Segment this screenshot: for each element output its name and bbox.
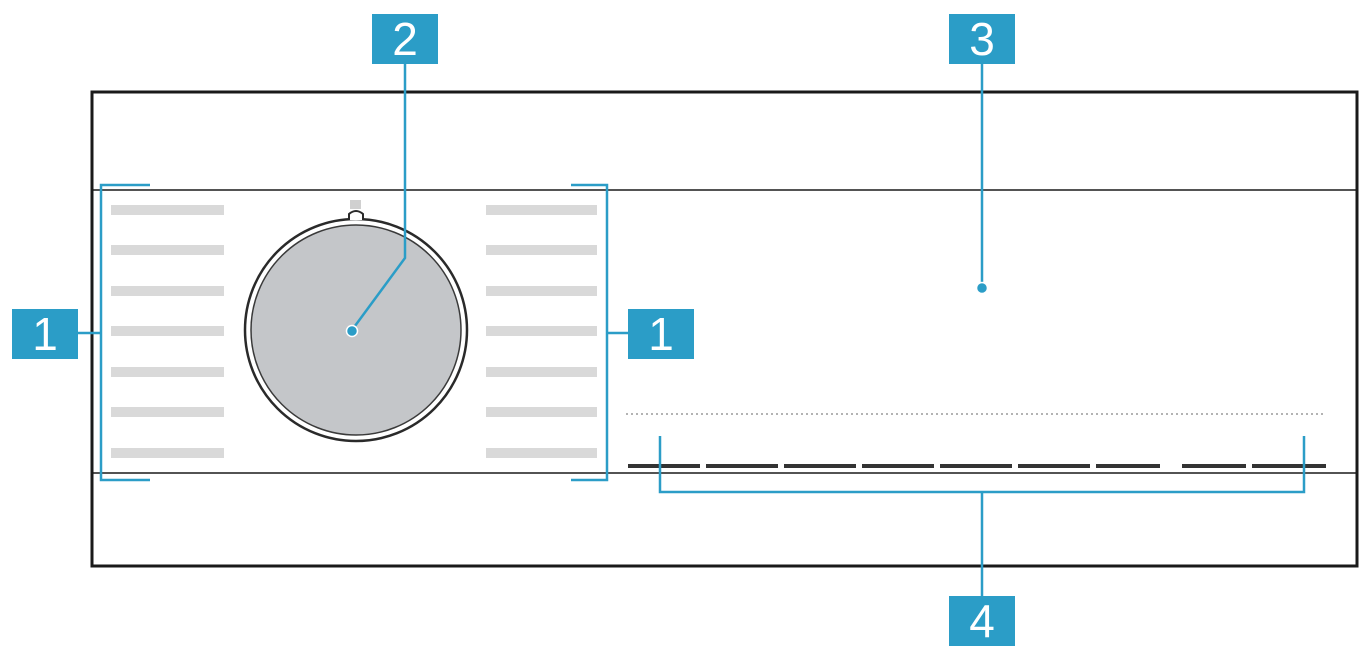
program-label-bar bbox=[111, 367, 224, 377]
leader-dot-3 bbox=[975, 281, 989, 295]
knob-notch bbox=[348, 210, 364, 220]
callout-badge-1-left: 1 bbox=[12, 308, 78, 360]
callout-number: 1 bbox=[32, 308, 58, 360]
program-label-bar bbox=[111, 205, 224, 215]
callout-badge-4: 4 bbox=[949, 595, 1015, 647]
program-label-bar bbox=[486, 448, 597, 458]
program-selector-knob[interactable] bbox=[243, 200, 469, 443]
program-label-bar bbox=[111, 448, 224, 458]
callout-number: 2 bbox=[392, 13, 418, 65]
callout-badge-box bbox=[12, 309, 78, 359]
program-label-bar bbox=[111, 245, 224, 255]
program-label-bar bbox=[486, 407, 597, 417]
program-label-bar bbox=[486, 286, 597, 296]
callout-number: 1 bbox=[648, 308, 674, 360]
callout-number: 4 bbox=[969, 595, 995, 647]
program-label-bar bbox=[486, 326, 597, 336]
callout-badge-3: 3 bbox=[949, 13, 1015, 65]
callout-badge-box bbox=[949, 14, 1015, 64]
program-label-bar bbox=[486, 245, 597, 255]
program-labels-left bbox=[111, 205, 224, 458]
callout-badge-box bbox=[372, 14, 438, 64]
knob-pointer-marker bbox=[350, 200, 361, 209]
program-labels-right bbox=[486, 205, 597, 458]
program-label-bar bbox=[486, 205, 597, 215]
program-label-bar bbox=[111, 407, 224, 417]
program-label-bar bbox=[111, 326, 224, 336]
leader-dots bbox=[345, 281, 989, 338]
callout-badge-1-right: 1 bbox=[628, 308, 694, 360]
program-label-bar bbox=[486, 367, 597, 377]
callout-leaders bbox=[78, 64, 1306, 596]
leader-2 bbox=[350, 64, 407, 331]
callout-badge-2: 2 bbox=[372, 13, 438, 65]
callout-number: 3 bbox=[969, 13, 995, 65]
callout-badge-box bbox=[949, 596, 1015, 646]
callout-badge-box bbox=[628, 309, 694, 359]
program-label-bar bbox=[111, 286, 224, 296]
control-panel bbox=[90, 90, 1359, 568]
panel-frame bbox=[90, 90, 1359, 568]
leader-dot-2 bbox=[345, 324, 359, 338]
